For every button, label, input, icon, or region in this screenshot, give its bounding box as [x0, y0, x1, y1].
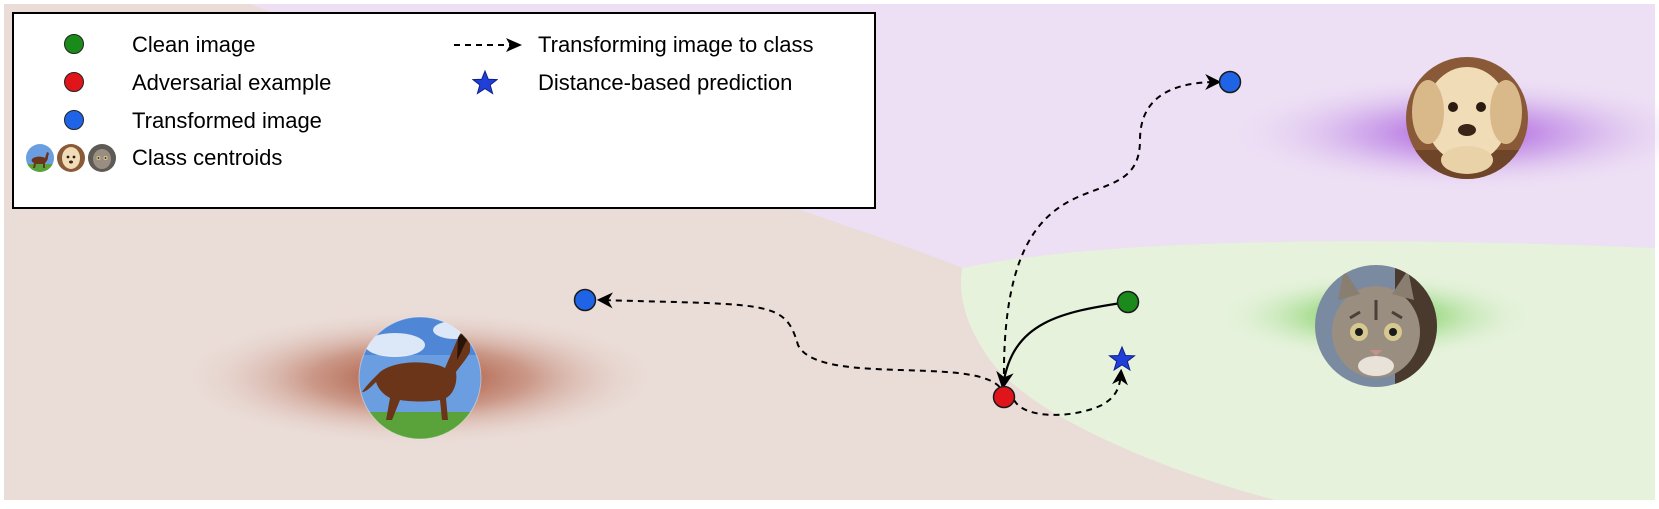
- legend-transformed-text-wrap: Transformed image: [132, 108, 322, 134]
- dog-thumbnail-icon: [57, 144, 85, 172]
- adversarial-example-marker: [64, 72, 84, 92]
- legend-clean-image-text-wrap: Clean image: [132, 32, 256, 58]
- clean-image-point: [1116, 290, 1140, 314]
- legend-adversarial-example: [64, 72, 84, 92]
- adversarial-example-point: [992, 385, 1016, 409]
- distance-prediction-star: [1108, 345, 1136, 372]
- legend-distance-prediction: [472, 70, 498, 96]
- legend-class-centroids: [26, 144, 127, 172]
- legend-class-centroids-label: Class centroids: [132, 145, 283, 170]
- legend-distance-prediction-label: Distance-based prediction: [538, 70, 793, 95]
- cat-centroid: [1315, 265, 1437, 387]
- transform-path-dog: [1002, 74, 1222, 386]
- clean-to-adversarial-path: [996, 300, 1129, 390]
- legend-distance-text-wrap: Distance-based prediction: [538, 70, 792, 96]
- transformed-image-point-horse: [573, 288, 597, 312]
- legend-transformed-image-label: Transformed image: [132, 108, 322, 133]
- legend-transformed-image: [64, 110, 84, 130]
- legend: Clean image Adversarial example Transfor…: [12, 12, 876, 209]
- legend-adversarial-example-label: Adversarial example: [132, 70, 332, 95]
- legend-clean-image-label: Clean image: [132, 32, 256, 57]
- clean-image-marker: [64, 34, 84, 54]
- transformed-image-marker: [64, 110, 84, 130]
- cat-thumbnail-icon: [88, 144, 116, 172]
- dashed-arrow-icon: [454, 38, 522, 52]
- legend-transforming-label: Transforming image to class: [538, 32, 814, 57]
- legend-adversarial-text-wrap: Adversarial example: [132, 70, 331, 96]
- legend-transforming-text-wrap: Transforming image to class: [538, 32, 814, 58]
- star-icon: [472, 70, 498, 95]
- horse-thumbnail-icon: [26, 144, 54, 172]
- transformed-image-point-dog: [1218, 70, 1242, 94]
- class-centroid-thumbnails: [26, 144, 119, 172]
- transform-path-cat: [1013, 368, 1128, 416]
- legend-transforming: [452, 38, 524, 52]
- legend-centroids-text-wrap: Class centroids: [132, 145, 282, 171]
- transform-path-horse: [596, 292, 1005, 398]
- legend-clean-image: [64, 34, 84, 54]
